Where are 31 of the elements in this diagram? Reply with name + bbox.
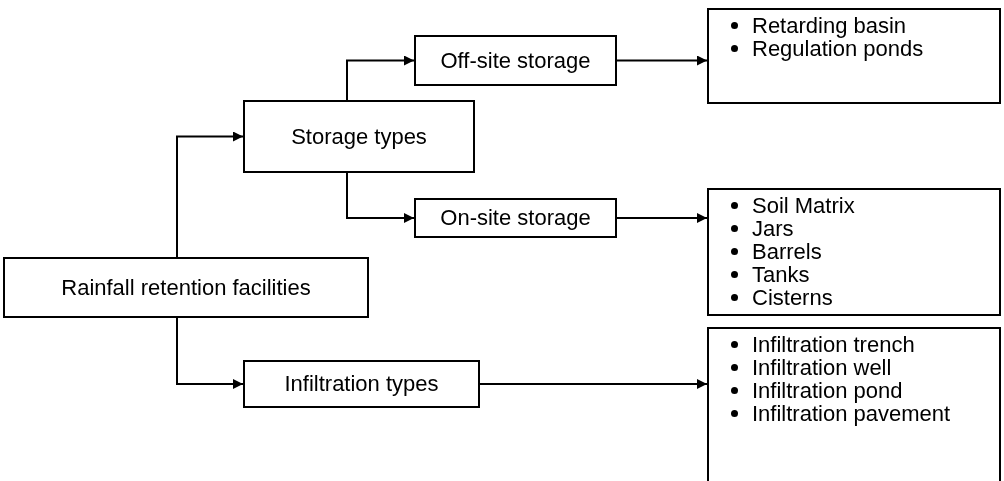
list-box: [707, 8, 1001, 104]
bullet-item: Infiltration pond: [731, 379, 903, 402]
arrow: [346, 172, 415, 223]
box-label: Infiltration types: [284, 371, 439, 397]
box-label: On-site storage: [440, 205, 591, 231]
bullet-item: Soil Matrix: [731, 194, 855, 217]
arrow: [616, 213, 708, 223]
process-box: [3, 257, 369, 318]
process-box: [414, 198, 617, 238]
bullet-item: Barrels: [731, 240, 822, 263]
bullet-item: Tanks: [731, 263, 810, 286]
bullet-item: Infiltration trench: [731, 333, 915, 356]
process-box: [243, 100, 475, 173]
box-label: Rainfall retention facilities: [61, 274, 311, 301]
list-box: [707, 188, 1001, 316]
arrow: [176, 317, 244, 389]
bullet-item: Retarding basin: [731, 14, 907, 37]
process-box: [243, 360, 480, 408]
arrow: [616, 55, 708, 66]
process-box: [414, 35, 617, 86]
bullet-item: Jars: [731, 217, 794, 240]
bullet-item: Cisterns: [731, 286, 833, 309]
bullet-item: Regulation ponds: [731, 37, 924, 60]
bullet-item: Infiltration well: [731, 356, 892, 379]
arrow: [479, 379, 708, 389]
arrow: [346, 55, 415, 101]
arrow: [176, 131, 244, 258]
list-box: [707, 327, 1001, 481]
box-label: Storage types: [291, 123, 427, 150]
bullet-item: Infiltration pavement: [731, 402, 951, 425]
box-label: Off-site storage: [440, 47, 591, 74]
